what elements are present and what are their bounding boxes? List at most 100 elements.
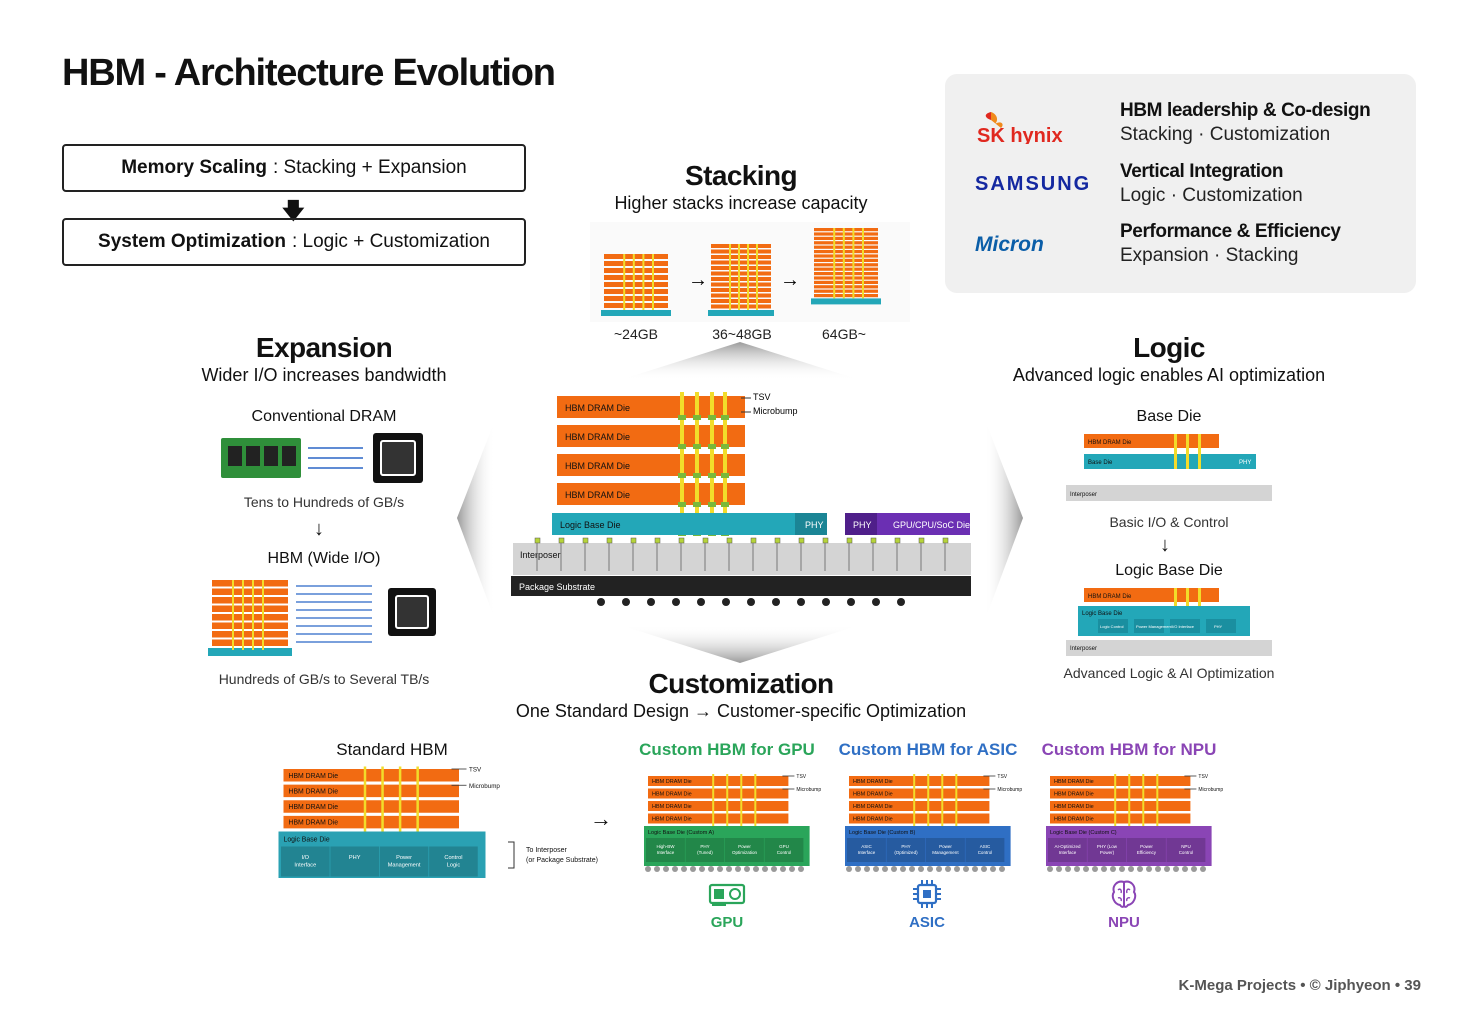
- custom-gpu-label: Custom HBM for GPU: [639, 740, 815, 759]
- solder-ball: [747, 598, 755, 606]
- tsv-line: [833, 228, 836, 299]
- dram-die-label: HBM DRAM Die: [853, 779, 893, 785]
- solder-ball: [1065, 866, 1071, 872]
- base-layer: [708, 310, 774, 316]
- logic-block-label: Interface: [858, 850, 876, 855]
- logic-block-label: Management: [932, 850, 959, 855]
- logic-block: [646, 838, 685, 862]
- svg-text:HBM DRAM Die: HBM DRAM Die: [1088, 440, 1132, 446]
- microbump: [708, 415, 716, 420]
- logic-block-label: (Tuned): [697, 850, 713, 855]
- bump: [822, 537, 829, 544]
- solder-ball: [1200, 866, 1206, 872]
- bump: [918, 537, 925, 544]
- solder-ball: [1164, 866, 1170, 872]
- hbm-dram-die: [849, 776, 990, 786]
- logic-block: [429, 846, 478, 877]
- dram-layer: [814, 254, 878, 258]
- solder-ball: [846, 866, 852, 872]
- solder-ball: [1137, 866, 1143, 872]
- bump: [894, 537, 901, 544]
- svg-text:Interposer: Interposer: [1070, 646, 1097, 652]
- stack-arrow-2: →: [780, 269, 800, 291]
- dram-layer: [814, 236, 878, 240]
- conventional-dram-label: Conventional DRAM: [251, 408, 397, 425]
- dram-layer: [814, 280, 878, 284]
- logic-block-label: NPU: [1181, 844, 1191, 849]
- solder-ball: [1101, 866, 1107, 872]
- logic-block-label: PHY: [901, 844, 910, 849]
- tsv-column: [381, 766, 384, 832]
- hbm-dram-die: [283, 815, 459, 829]
- microbump-label: Microbump: [997, 787, 1022, 793]
- hbm-wide-io-label: HBM (Wide I/O): [267, 550, 381, 567]
- logic-base-label: Logic Base Die: [560, 520, 621, 530]
- vendor-skhynix-sub: Stacking · Customization: [1120, 124, 1331, 145]
- solder-ball: [780, 866, 786, 872]
- solder-ball: [1110, 866, 1116, 872]
- logic-block: [965, 838, 1005, 862]
- tsv-line: [623, 254, 626, 310]
- vendor-samsung-heading: Vertical Integration: [1120, 161, 1284, 182]
- solder-ball: [717, 866, 723, 872]
- dram-die-label: HBM DRAM Die: [1054, 804, 1094, 810]
- logic-block: [926, 838, 965, 862]
- microbump: [721, 473, 729, 478]
- down-arrow-icon: ↓: [1160, 534, 1170, 556]
- tsv-line: [852, 228, 855, 299]
- hbm-dram-die: [849, 801, 990, 811]
- dram-layer: [814, 294, 878, 298]
- logic-block-label: PHY: [700, 844, 709, 849]
- gpu-device-label: GPU: [710, 914, 744, 931]
- solder-ball: [927, 866, 933, 872]
- solder-ball: [1173, 866, 1179, 872]
- dram-die-label: HBM DRAM Die: [853, 792, 893, 798]
- dram-die-label: HBM DRAM Die: [565, 461, 630, 471]
- substrate-label: Package Substrate: [519, 582, 595, 592]
- samsung-logo: SAMSUNG: [975, 173, 1092, 195]
- dram-layer: [814, 276, 878, 280]
- bump: [582, 537, 589, 544]
- hbm-dram-die: [283, 800, 459, 813]
- solder-ball: [744, 866, 750, 872]
- brain-icon: [1111, 880, 1137, 908]
- solder-ball: [855, 866, 861, 872]
- bump: [774, 537, 781, 544]
- tsv-column: [712, 774, 715, 826]
- expansion-subtitle: Wider I/O increases bandwidth: [201, 365, 447, 385]
- hbm-speed: Hundreds of GB/s to Several TB/s: [218, 671, 430, 687]
- dram-layer: [212, 614, 288, 621]
- stack-64gb: [811, 228, 881, 305]
- hbm-stack-icon: [208, 580, 292, 656]
- solder-ball: [597, 598, 605, 606]
- microbump: [693, 415, 701, 420]
- solder-ball: [1128, 866, 1134, 872]
- base-layer: [601, 310, 671, 316]
- logic-base-die: [552, 513, 827, 535]
- svg-text:Logic Control: Logic Control: [1100, 624, 1124, 629]
- interposer: [513, 543, 971, 575]
- vendor-skhynix-heading: HBM leadership & Co-design: [1120, 100, 1371, 121]
- dram-layer: [814, 267, 878, 271]
- custom-asic-label: Custom HBM for ASIC: [838, 740, 1018, 759]
- solder-ball: [681, 866, 687, 872]
- logic-block-label: Control: [444, 855, 462, 861]
- solder-ball: [873, 866, 879, 872]
- logic-base-die: [278, 831, 486, 878]
- solder-ball: [918, 866, 924, 872]
- solder-ball: [622, 598, 630, 606]
- solder-ball: [1056, 866, 1062, 872]
- soc-phy-block: [845, 513, 877, 535]
- dram-layer: [212, 622, 288, 629]
- logic-block: [725, 838, 764, 862]
- skhynix-logo: SK hynix: [975, 108, 1095, 150]
- logic-block-label: Management: [388, 863, 421, 869]
- tsv-column: [1156, 774, 1159, 826]
- logic-block: [281, 846, 330, 877]
- tsv-label: TSV: [469, 767, 482, 774]
- phy-label: PHY: [805, 520, 824, 530]
- microbump: [721, 415, 729, 420]
- hbm-dram-die: [1050, 801, 1191, 811]
- solder-ball: [753, 866, 759, 872]
